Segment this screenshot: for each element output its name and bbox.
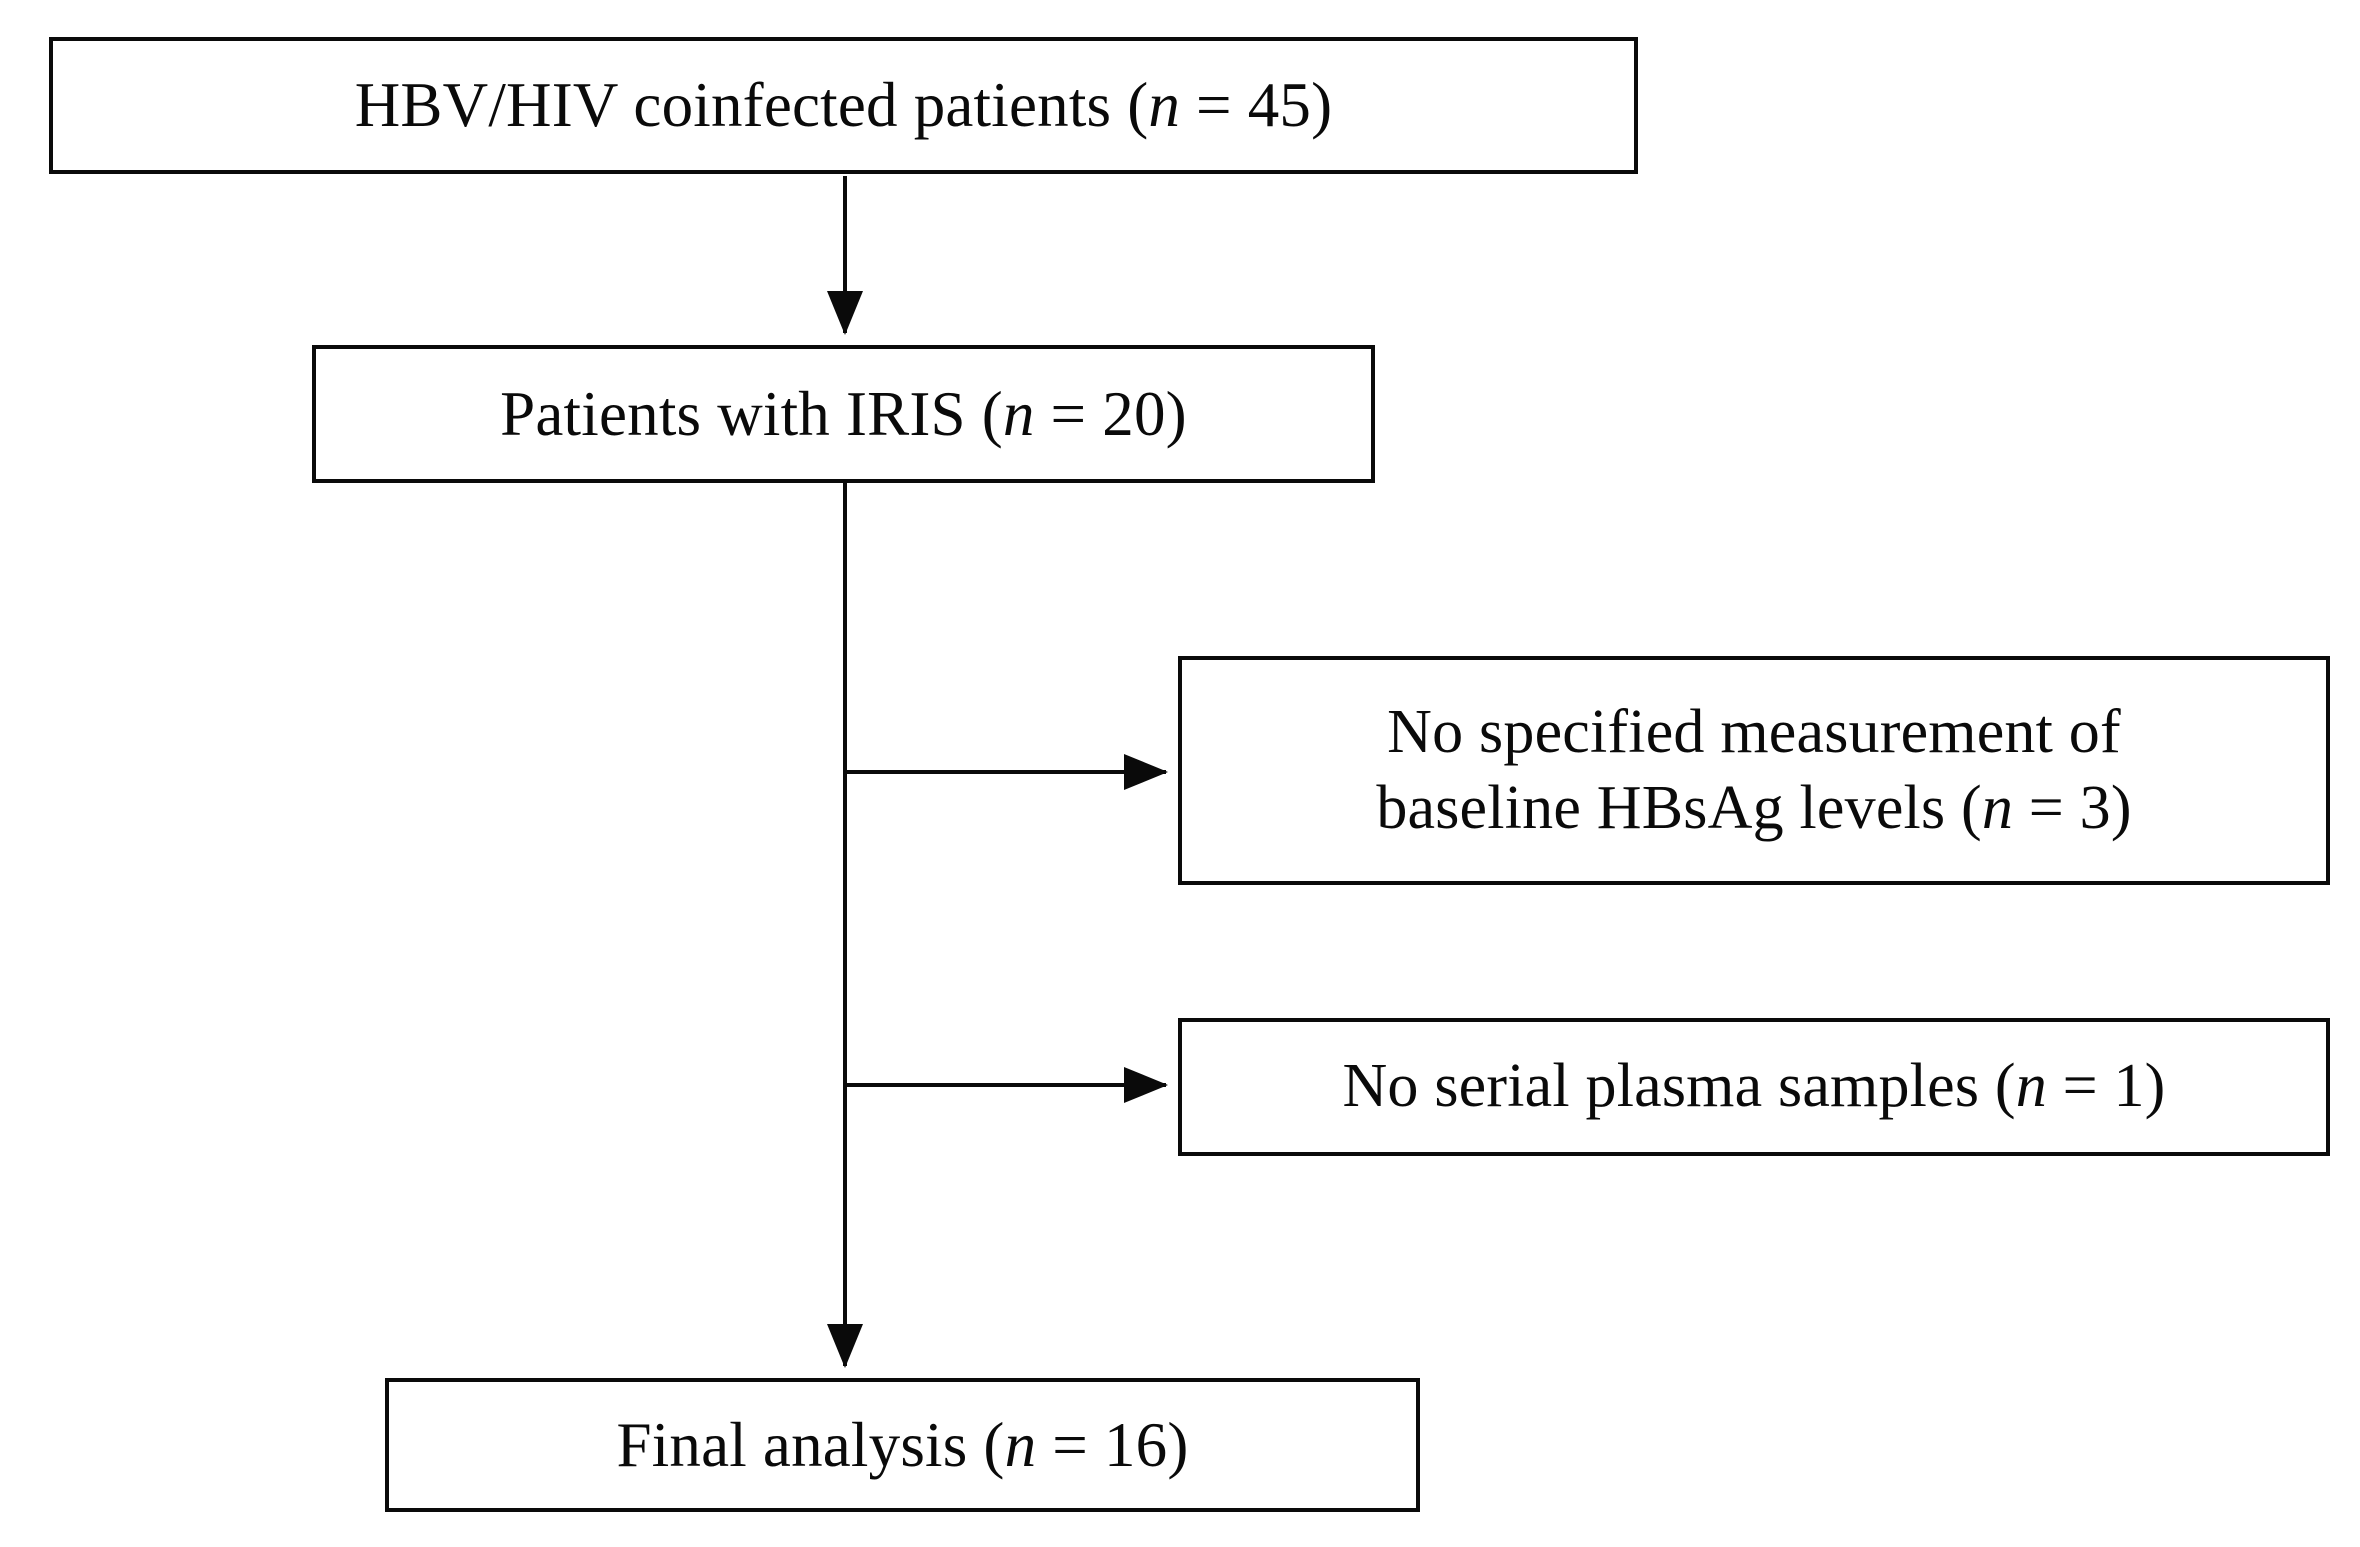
node-exclusion-1-line-1: No specified measurement of bbox=[1387, 697, 2121, 766]
node-iris-text-after: = 20) bbox=[1034, 378, 1187, 449]
node-exclusion-2-text-before: No serial plasma samples ( bbox=[1342, 1052, 2016, 1121]
node-exclusion-no-baseline-hbsag[interactable]: No specified measurement of baseline HBsA… bbox=[1178, 656, 2330, 885]
node-iris-label: Patients with IRIS (n = 20) bbox=[486, 376, 1201, 453]
node-exclusion-1-text-after: = 3) bbox=[2013, 773, 2132, 842]
node-final-analysis[interactable]: Final analysis (n = 16) bbox=[385, 1378, 1420, 1512]
node-root-label: HBV/HIV coinfected patients (n = 45) bbox=[341, 67, 1347, 144]
node-root-text-before: HBV/HIV coinfected patients ( bbox=[354, 70, 1149, 141]
node-final-label: Final analysis (n = 16) bbox=[602, 1407, 1202, 1484]
node-exclusion-1-variable: n bbox=[1981, 773, 2014, 842]
node-exclusion-1-text-before: baseline HBsAg levels ( bbox=[1376, 773, 1982, 842]
node-root-text-after: = 45) bbox=[1180, 70, 1333, 141]
node-final-text-after: = 16) bbox=[1036, 1409, 1189, 1480]
node-exclusion-1-label: No specified measurement of baseline HBsA… bbox=[1362, 695, 2145, 846]
node-exclusion-2-variable: n bbox=[2015, 1052, 2047, 1121]
node-final-text-before: Final analysis ( bbox=[616, 1409, 1005, 1480]
node-iris-text-before: Patients with IRIS ( bbox=[500, 378, 1003, 449]
node-exclusion-2-label: No serial plasma samples (n = 1) bbox=[1328, 1049, 2179, 1125]
node-exclusion-no-serial-plasma[interactable]: No serial plasma samples (n = 1) bbox=[1178, 1018, 2330, 1156]
node-iris-variable: n bbox=[1002, 378, 1035, 449]
node-exclusion-2-text-after: = 1) bbox=[2046, 1052, 2166, 1121]
node-root[interactable]: HBV/HIV coinfected patients (n = 45) bbox=[49, 37, 1638, 174]
node-root-variable: n bbox=[1148, 70, 1181, 141]
node-patients-with-iris[interactable]: Patients with IRIS (n = 20) bbox=[312, 345, 1375, 483]
node-final-variable: n bbox=[1004, 1409, 1037, 1480]
